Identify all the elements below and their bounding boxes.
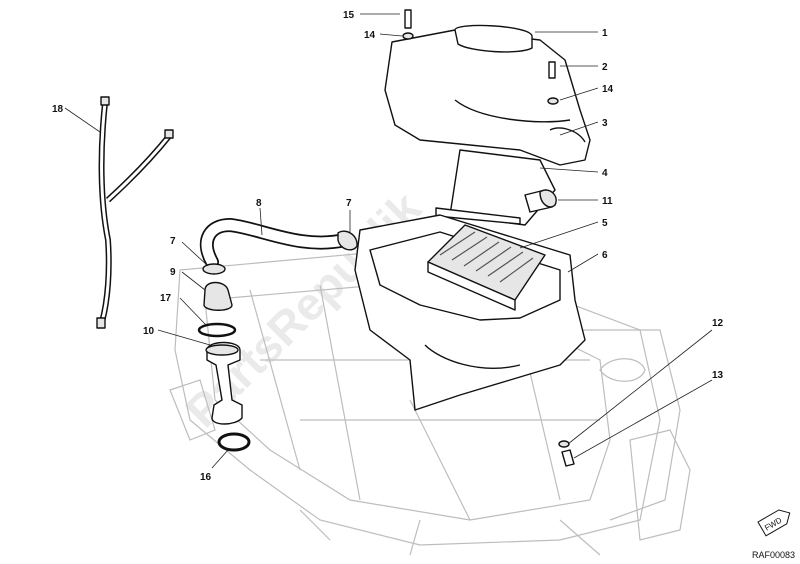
callout-5: 5 — [602, 218, 608, 229]
filler-assembly — [197, 263, 251, 452]
callout-17: 17 — [160, 293, 172, 304]
callout-13: 13 — [712, 370, 724, 381]
callout-10: 10 — [143, 326, 155, 337]
callout-14-right: 14 — [602, 84, 614, 95]
callout-7-right: 7 — [346, 198, 352, 209]
airbox-cover — [384, 24, 591, 166]
vent-hose — [96, 96, 174, 329]
callout-2: 2 — [602, 62, 608, 73]
hardware — [402, 9, 575, 467]
callout-12: 11 — [602, 196, 613, 207]
air-filter — [427, 224, 546, 311]
callout-15: 15 — [343, 10, 355, 21]
callout-1: 1 — [602, 28, 608, 39]
breather-hose — [199, 217, 358, 269]
callout-14-top: 14 — [364, 30, 376, 41]
fwd-badge: FWD — [757, 509, 791, 537]
callout-18: 18 — [52, 104, 64, 115]
leader-lines — [64, 13, 713, 469]
callout-9: 9 — [170, 267, 176, 278]
callout-3: 3 — [602, 118, 608, 129]
bracket — [435, 149, 557, 226]
callout-6: 6 — [602, 250, 608, 261]
callout-11: 12 — [712, 318, 724, 329]
callout-labels: 15 14 1 2 14 3 4 11 5 6 8 7 7 9 17 10 16… — [52, 10, 724, 483]
callout-7-left: 7 — [170, 236, 176, 247]
callout-8: 8 — [256, 198, 262, 209]
callout-4: 4 — [602, 168, 608, 179]
reference-code: RAF00083 — [752, 550, 795, 560]
callout-16: 16 — [200, 472, 212, 483]
